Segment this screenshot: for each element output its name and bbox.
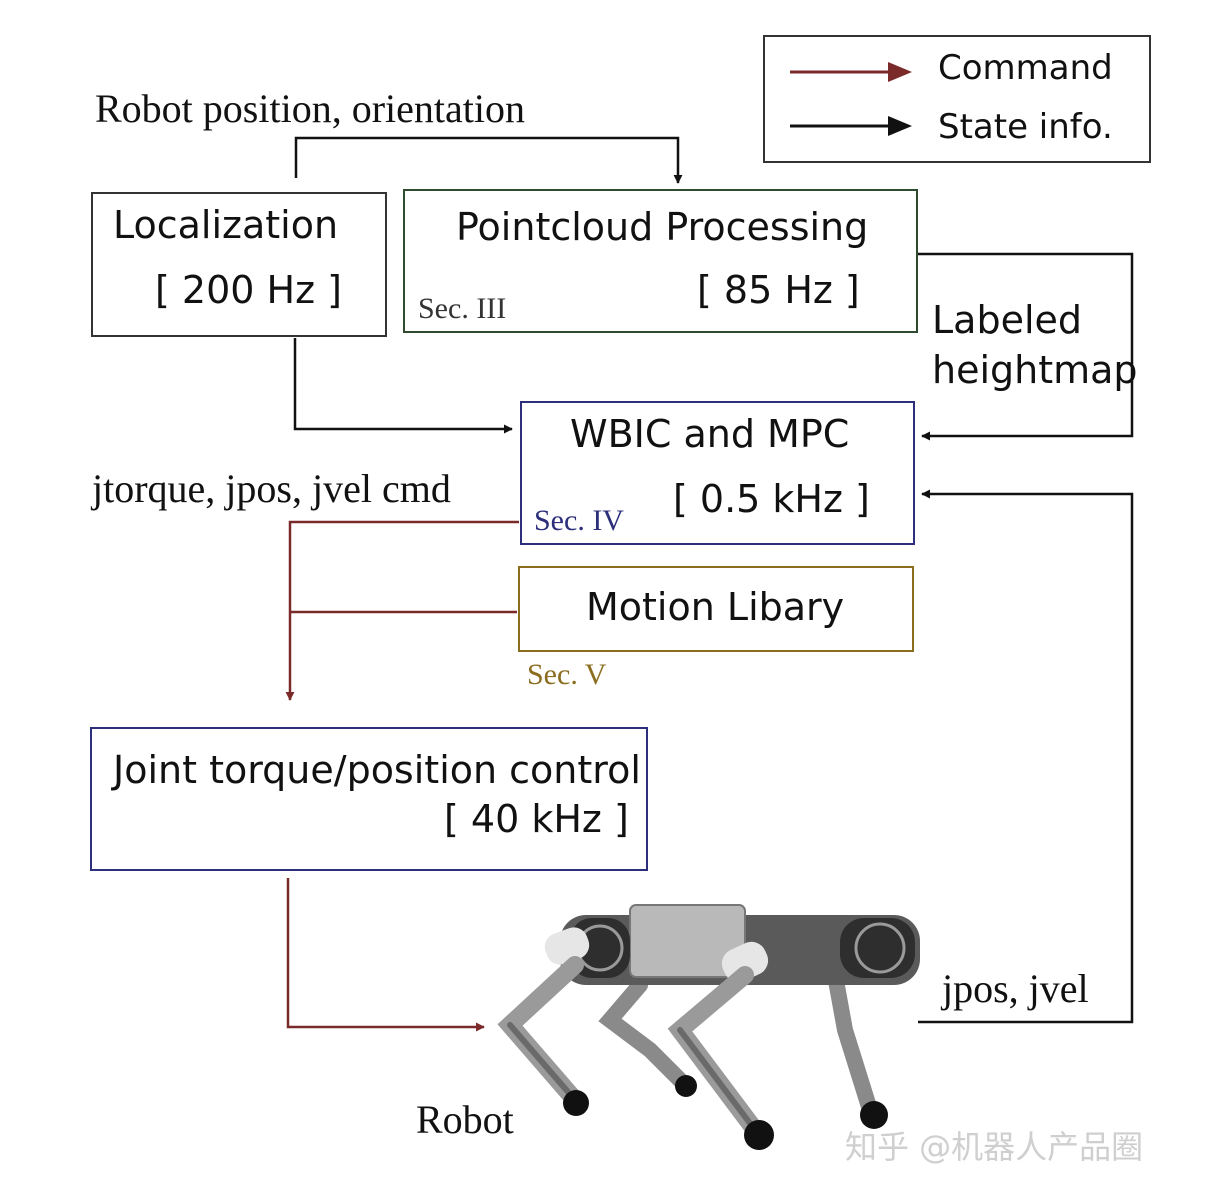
joint-control-rate: [ 40 kHz ]	[444, 797, 629, 841]
heightmap-to-wbic-arrow	[918, 252, 1134, 441]
legend-state-label: State info.	[938, 107, 1113, 147]
joint-to-robot-arrow	[286, 878, 485, 1032]
joint-command-label: jtorque, jpos, jvel cmd	[90, 466, 451, 511]
wbic-command-line	[285, 520, 519, 701]
legend-command-label: Command	[938, 48, 1113, 88]
wbic-mpc-block: WBIC and MPC Sec. IV [ 0.5 kHz ]	[520, 401, 915, 545]
state-arrowhead	[888, 116, 912, 136]
wbic-mpc-rate: [ 0.5 kHz ]	[673, 477, 870, 521]
localization-box	[91, 192, 387, 337]
command-arrowhead	[888, 62, 912, 82]
wbic-mpc-title: WBIC and MPC	[570, 412, 849, 456]
motion-library-box	[518, 566, 914, 652]
pointcloud-block: Pointcloud Processing Sec. III [ 85 Hz ]	[403, 189, 918, 333]
localization-block: Localization [ 200 Hz ]	[91, 192, 387, 337]
localization-to-wbic-arrow	[293, 338, 513, 434]
motion-library-title: Motion Libary	[586, 585, 844, 629]
pointcloud-section: Sec. III	[418, 292, 506, 325]
wbic-mpc-section: Sec. IV	[534, 504, 624, 537]
localization-rate: [ 200 Hz ]	[155, 268, 342, 312]
legend-box	[763, 35, 1151, 163]
wbic-mpc-box	[520, 401, 915, 545]
localization-title: Localization	[113, 203, 338, 247]
joint-state-label: jpos, jvel	[940, 966, 1089, 1011]
joint-control-box	[90, 727, 648, 871]
pose-to-pointcloud-arrow	[294, 136, 683, 184]
joint-control-block: Joint torque/position control [ 40 kHz ]	[90, 727, 648, 871]
pointcloud-title: Pointcloud Processing	[456, 205, 868, 249]
pointcloud-rate: [ 85 Hz ]	[697, 268, 860, 312]
quadruped-robot-image	[497, 904, 920, 1150]
motion-library-block: Motion Libary Sec. V	[518, 566, 914, 691]
motion-library-section: Sec. V	[527, 658, 607, 691]
robot-label: Robot	[416, 1097, 514, 1142]
heightmap-label-line1: Labeled	[932, 298, 1082, 342]
legend: Command State info.	[763, 35, 1151, 163]
robot-pose-label: Robot position, orientation	[95, 86, 525, 131]
watermark-text: 知乎 @机器人产品圈	[845, 1128, 1143, 1166]
heightmap-label-line2: heightmap	[932, 348, 1138, 392]
pointcloud-box	[403, 189, 918, 333]
joint-control-title: Joint torque/position control	[111, 748, 641, 792]
robot-state-to-wbic-arrow	[918, 489, 1134, 1024]
